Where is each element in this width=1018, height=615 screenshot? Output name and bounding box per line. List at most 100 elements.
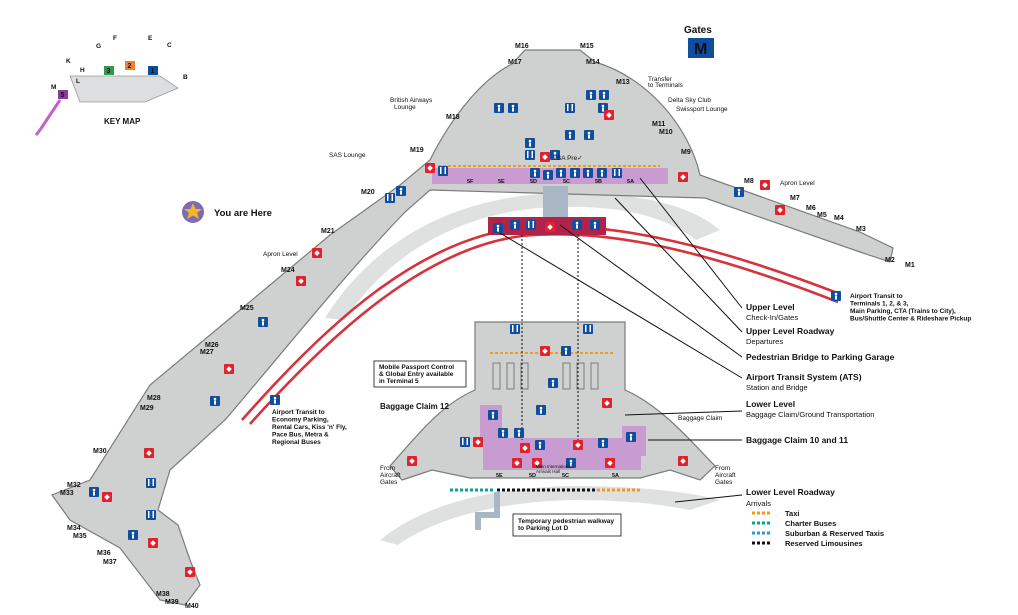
gate-label: M27 [200, 349, 214, 356]
svg-text:K: K [66, 58, 71, 65]
legend-label: Taxi [785, 509, 799, 518]
gate-label: M33 [60, 490, 74, 497]
baggage-claim-small: Baggage Claim [678, 415, 722, 422]
gate-label: M8 [744, 178, 754, 185]
svg-text:Upper Level: Upper Level [746, 302, 795, 312]
svg-text:F: F [113, 35, 117, 42]
key-map-letters: G F E C K H B L M [51, 35, 188, 91]
svg-text:5D: 5D [529, 473, 536, 479]
legend-label: Charter Buses [785, 519, 836, 528]
gate-label: M9 [681, 149, 691, 156]
svg-text:Pedestrian Bridge to Parking G: Pedestrian Bridge to Parking Garage [746, 352, 895, 362]
svg-text:Lower Level Roadway: Lower Level Roadway [746, 487, 835, 497]
curb-legend: Taxi Charter Buses Suburban & Reserved T… [752, 509, 884, 548]
baggage-12-label: Baggage Claim 12 [380, 402, 449, 411]
tsa-label: TSA Pre✓ [553, 155, 583, 162]
svg-text:M: M [51, 84, 56, 91]
gates-header-title: Gates [684, 25, 712, 36]
temp-walkway-box [512, 513, 622, 537]
gate-label: M3 [856, 226, 866, 233]
gate-label: M1 [905, 262, 915, 269]
gate-label: M25 [240, 305, 254, 312]
svg-text:5F: 5F [467, 179, 474, 185]
gate-label: M29 [140, 405, 154, 412]
key-map-label: KEY MAP [104, 117, 141, 126]
svg-text:C: C [167, 42, 172, 49]
gate-label: M17 [508, 59, 522, 66]
svg-text:Arrivals: Arrivals [746, 499, 771, 508]
svg-text:Lower Level: Lower Level [746, 399, 795, 409]
svg-text:L: L [76, 78, 80, 85]
svg-text:Check-In/Gates: Check-In/Gates [746, 313, 798, 322]
callout-leaders [494, 177, 743, 503]
lower-level-building [389, 321, 716, 481]
gate-label: M32 [67, 482, 81, 489]
temp-walkway-label: Temporary pedestrian walkway to Parking … [518, 518, 616, 532]
swissport-label: Swissport Lounge [676, 106, 728, 113]
gate-label: M14 [586, 59, 600, 66]
gate-label: M39 [165, 599, 179, 606]
gate-label: M37 [103, 559, 117, 566]
svg-text:5C: 5C [562, 473, 569, 479]
gate-label: M21 [321, 228, 335, 235]
mobile-passport-label: Mobile Passport Control & Global Entry a… [379, 364, 456, 385]
delta-label: Delta Sky Club [668, 97, 711, 104]
svg-text:5C: 5C [563, 179, 570, 185]
svg-text:5D: 5D [530, 179, 537, 185]
svg-text:5A: 5A [627, 179, 634, 185]
svg-text:B: B [183, 74, 188, 81]
ats-terminals-label: Airport Transit to Terminals 1, 2, & 3, … [850, 293, 971, 323]
level-callouts: Upper Level Check-In/Gates Upper Level R… [746, 302, 895, 508]
svg-text:5E: 5E [496, 473, 503, 479]
temp-walkway-path [475, 492, 500, 530]
legend-label: Reserved Limousines [785, 539, 863, 548]
svg-text:5E: 5E [498, 179, 505, 185]
gate-label: M18 [446, 114, 460, 121]
gate-label: M4 [834, 215, 844, 222]
svg-text:3 2 1 5: 3 2 1 5 [61, 63, 157, 99]
gate-label: M30 [93, 448, 107, 455]
gate-label: M20 [361, 189, 375, 196]
door-labels-upper: 5F 5E 5D 5C 5B 5A [467, 179, 634, 185]
svg-text:Baggage Claim/Ground Transport: Baggage Claim/Ground Transportation [746, 410, 874, 419]
svg-text:Airport Transit System (ATS): Airport Transit System (ATS) [746, 372, 862, 382]
gate-label: M11 [652, 121, 665, 128]
sas-label: SAS Lounge [329, 152, 366, 159]
gate-label: M36 [97, 550, 111, 557]
svg-text:Station and Bridge: Station and Bridge [746, 383, 808, 392]
gates-letter-badge [688, 38, 714, 58]
gate-label: M7 [790, 195, 800, 202]
key-map [34, 61, 179, 136]
gate-label: M38 [156, 591, 170, 598]
gate-label: M28 [147, 395, 161, 402]
svg-text:H: H [80, 67, 85, 74]
svg-text:Upper Level Roadway: Upper Level Roadway [746, 326, 835, 336]
gate-label: M6 [806, 205, 816, 212]
gate-label: M40 [185, 603, 199, 610]
mobile-passport-box [373, 360, 467, 388]
apron-label-left: Apron Level [263, 251, 298, 258]
you-are-here-icon [182, 201, 204, 223]
svg-text:Departures: Departures [746, 337, 783, 346]
legend-label: Suburban & Reserved Taxis [785, 529, 884, 538]
gate-label: M24 [281, 267, 295, 274]
gate-label: M15 [580, 43, 594, 50]
gate-labels: M1 M2 M3 M4 M5 M6 M7 M8 M9 M10 M11 M13 M… [60, 43, 915, 610]
gate-label: M16 [515, 43, 529, 50]
upper-roadway [325, 192, 720, 320]
gate-label: M34 [67, 525, 81, 532]
apron-label-right: Apron Level [780, 180, 815, 187]
gate-label: M5 [817, 212, 827, 219]
gate-label: M19 [410, 147, 424, 154]
lower-roadway [380, 486, 720, 545]
gate-label: M2 [885, 257, 895, 264]
gate-label: M10 [659, 129, 673, 136]
svg-text:5A: 5A [612, 473, 619, 479]
gates-letter: M [694, 41, 707, 58]
